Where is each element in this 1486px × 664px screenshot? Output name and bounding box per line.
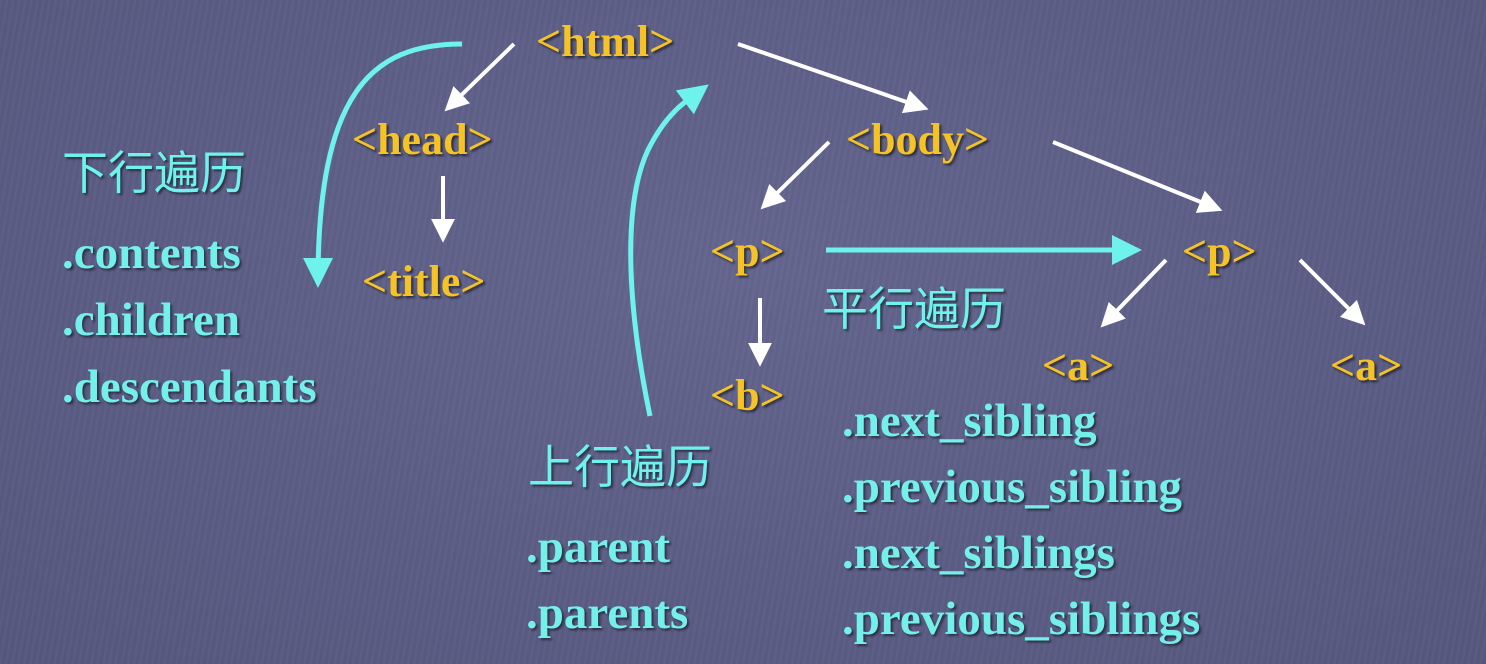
- node-p-second: <p>: [1182, 227, 1257, 276]
- parallel-prop-previous-sibling: .previous_sibling: [842, 461, 1182, 513]
- edge-html-body: [737, 42, 929, 114]
- down-traversal-arrow: [303, 41, 463, 288]
- node-title: <title>: [362, 257, 486, 306]
- edge-html-head: [444, 42, 516, 112]
- parallel-prop-previous-siblings: .previous_siblings: [842, 593, 1201, 645]
- node-p-first: <p>: [710, 227, 785, 276]
- down-prop-contents: .contents: [62, 227, 241, 279]
- up-prop-parent: .parent: [526, 521, 671, 573]
- edge-p2-a1: [1100, 258, 1168, 328]
- edge-body-p2: [1052, 140, 1223, 213]
- node-a-first: <a>: [1042, 341, 1115, 390]
- up-prop-parents: .parents: [526, 587, 689, 639]
- node-html: <html>: [536, 17, 675, 66]
- down-traversal-heading: 下行遍历: [62, 146, 246, 200]
- parallel-prop-next-siblings: .next_siblings: [842, 527, 1115, 579]
- node-body: <body>: [846, 115, 990, 164]
- parallel-traversal-heading: 平行遍历: [822, 282, 1006, 336]
- down-prop-children: .children: [62, 294, 241, 346]
- node-head: <head>: [352, 115, 493, 164]
- up-traversal-heading: 上行遍历: [528, 440, 712, 494]
- edge-p2-a2: [1298, 258, 1366, 326]
- node-b: <b>: [710, 371, 785, 420]
- down-prop-descendants: .descendants: [62, 361, 317, 413]
- parallel-prop-next-sibling: .next_sibling: [842, 395, 1097, 447]
- up-traversal-arrow: [628, 84, 709, 417]
- edge-body-p1: [760, 140, 831, 210]
- node-a-second: <a>: [1330, 341, 1403, 390]
